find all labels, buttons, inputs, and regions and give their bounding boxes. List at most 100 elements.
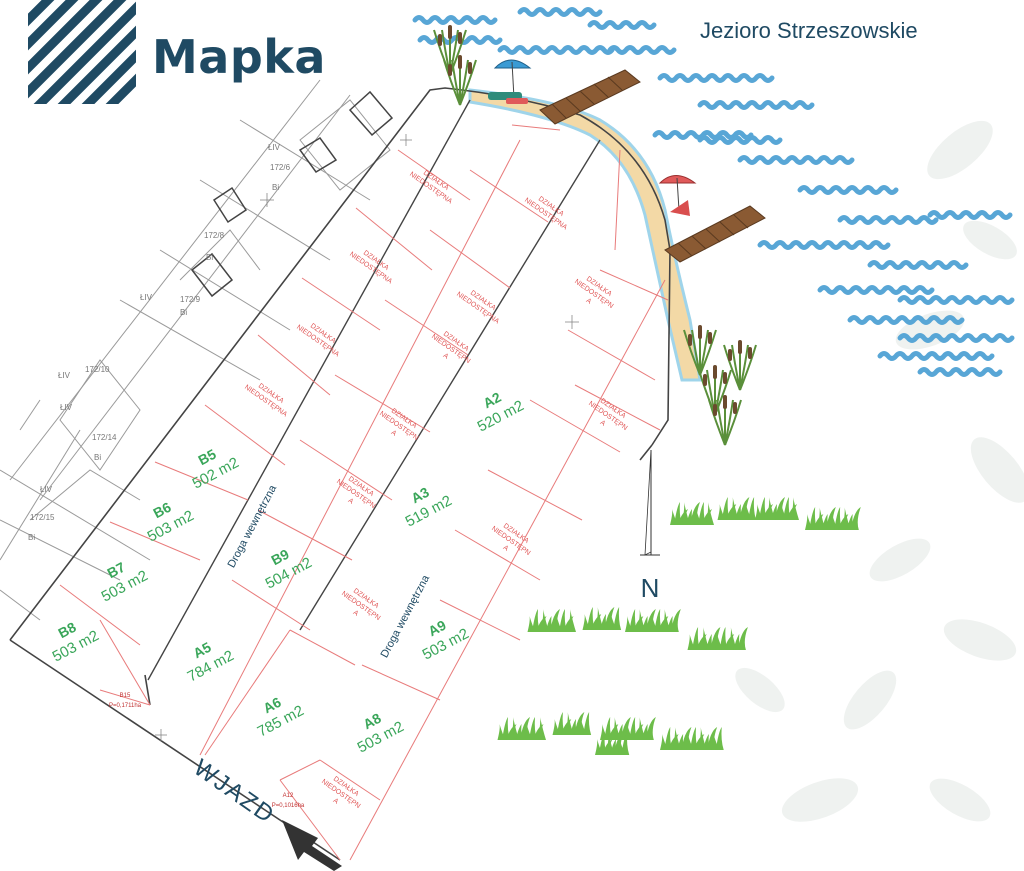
plot-id: B8 <box>55 619 79 642</box>
cadastral-label: 172/14 <box>92 433 117 442</box>
plot-id: A8 <box>360 710 384 733</box>
unavailable-label: A <box>442 352 450 361</box>
wave <box>587 20 657 30</box>
grass-icon <box>527 609 576 632</box>
plot-id: B5 <box>195 446 219 469</box>
wave <box>737 155 855 165</box>
small-plot-area: P=0,1016ha <box>272 803 305 809</box>
cadastral-label: ŁIV <box>58 371 71 380</box>
compass-north: N <box>640 449 660 603</box>
grass-icon <box>625 609 681 632</box>
wave <box>757 240 891 250</box>
wave <box>837 215 939 225</box>
cadastral-label: 172/10 <box>85 365 110 374</box>
cadastral-label: 172/6 <box>270 163 291 172</box>
grass-icon <box>717 497 757 520</box>
wave <box>412 15 498 25</box>
plot-id: B9 <box>268 546 292 569</box>
entrance-arrow-icon <box>282 820 342 871</box>
beach-strip <box>468 88 702 382</box>
unavailable-label: A <box>390 429 398 438</box>
wave <box>697 135 783 145</box>
unavailable-label: A <box>352 609 360 618</box>
plot-id: A2 <box>480 389 504 412</box>
cadastral-lines <box>0 79 391 621</box>
grass-icon <box>552 712 592 735</box>
entrance-label: WJAZD <box>189 754 280 829</box>
cadastral-label: ŁIV <box>140 293 153 302</box>
wave <box>897 295 1015 305</box>
wave <box>877 351 995 361</box>
plot-id: B6 <box>150 499 174 522</box>
unavailable-label: A <box>332 797 340 806</box>
small-plot-id: A12 <box>283 793 294 799</box>
grass-icon <box>670 502 714 525</box>
plot-id: A5 <box>190 639 214 662</box>
small-plot-area: P=0,1711ha <box>109 703 142 709</box>
compass-label: N <box>641 573 660 603</box>
cadastral-label: Bi <box>206 253 213 262</box>
cadastral-buildings <box>190 90 394 298</box>
wave <box>517 7 603 17</box>
parcel-lines <box>59 124 669 861</box>
pier-upper <box>539 69 641 125</box>
logo-stripes-icon <box>28 0 136 104</box>
wave <box>847 315 965 325</box>
grass-icon <box>687 627 748 650</box>
unavailable-label: A <box>599 419 607 428</box>
unavailable-label: A <box>585 297 593 306</box>
wave <box>697 100 815 110</box>
lake-name: Jezioro Strzeszowskie <box>700 18 918 43</box>
wave <box>607 45 677 55</box>
brand-name: Mapka <box>152 30 326 84</box>
wave <box>797 185 899 195</box>
reed-icon <box>443 55 477 106</box>
cadastral-label: 172/9 <box>180 295 201 304</box>
wave <box>497 45 615 55</box>
plot-id: B7 <box>104 559 128 582</box>
plot-id: A9 <box>425 617 449 640</box>
survey-crosshairs <box>155 134 579 741</box>
wave <box>927 210 1013 220</box>
cadastral-label: Bi <box>180 308 187 317</box>
grass-icon <box>582 607 622 630</box>
wave <box>652 130 754 140</box>
reed-icon <box>723 340 757 391</box>
wave <box>917 367 1003 377</box>
cadastral-label: Bi <box>94 453 101 462</box>
wave <box>817 285 935 295</box>
small-plot-id: B15 <box>120 693 131 699</box>
cadastral-label: 172/8 <box>204 231 225 240</box>
plot-id: A3 <box>408 484 432 507</box>
wave <box>867 260 969 270</box>
beach-umbrella-icon <box>488 59 532 104</box>
pier-lower <box>664 205 766 263</box>
grass-icon <box>600 717 656 740</box>
